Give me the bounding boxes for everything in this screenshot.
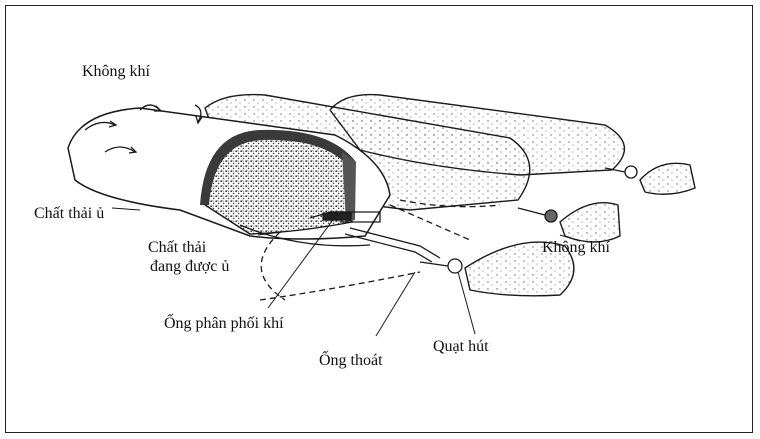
label-khong-khi-right: Không khí [542,238,610,257]
label-chat-thai-dang-u-1: Chất thải [148,238,206,257]
label-quat-hut: Quạt hút [433,337,489,356]
label-khong-khi-top: Không khí [82,62,150,81]
label-chat-thai-u: Chất thải ủ [34,204,104,223]
label-chat-thai-dang-u-2: đang được ủ [150,257,229,276]
label-ong-thoat: Ống thoát [319,351,383,370]
label-ong-phan-phoi-khi: Ống phân phối khí [164,314,284,333]
